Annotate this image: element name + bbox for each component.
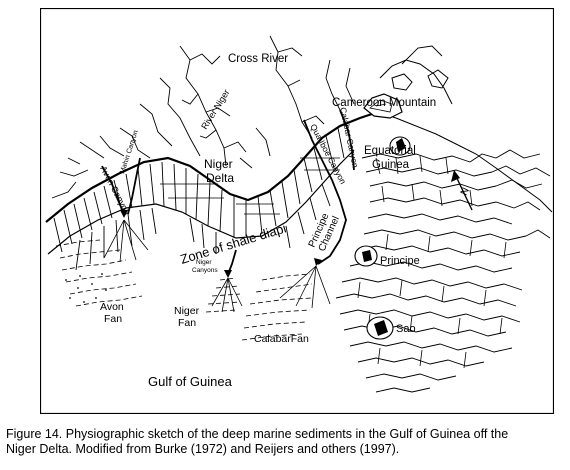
- fan-deposits: [55, 239, 313, 341]
- label-gulf-of-guinea: Gulf of Guinea: [148, 374, 233, 389]
- niger-canyons-arrow: [224, 270, 232, 278]
- label-cross-river: Cross River: [228, 53, 288, 65]
- label-niger-delta-1: Niger: [204, 157, 233, 171]
- label-principe: Principe: [380, 255, 420, 267]
- principe-channel-arrow: [314, 258, 322, 266]
- map-frame: Cross River River Niger Cameroon Mountai…: [40, 8, 554, 414]
- north-label: N: [459, 186, 472, 197]
- caption-line-2: Niger Delta. Modified from Burke (1972) …: [6, 442, 400, 456]
- fan-radials: [103, 219, 331, 313]
- fan-stipple: [65, 273, 107, 303]
- coastline-east: [377, 111, 553, 213]
- physiographic-map: Cross River River Niger Cameroon Mountai…: [40, 8, 554, 414]
- volcanic-ridge-hachures: [335, 149, 551, 393]
- bioko-island: [391, 73, 413, 91]
- label-niger-fan-1: Niger: [174, 305, 200, 317]
- label-niger-fan-2: Fan: [178, 317, 196, 329]
- label-sao: Sao: [396, 323, 416, 335]
- label-guinea: Guinea: [372, 159, 410, 171]
- label-calabar-fan: CalabarFan: [254, 333, 309, 345]
- north-arrow: [451, 170, 473, 211]
- ridge-crosshatch: [357, 155, 507, 369]
- shelf-contours: [160, 157, 340, 215]
- label-niger-canyons-2: Canyons: [192, 267, 218, 274]
- label-equatorial: Equatorial: [364, 145, 416, 157]
- river-network: [51, 35, 355, 199]
- label-avon-fan-1: Avon: [100, 301, 124, 313]
- shelf-edge: [47, 149, 355, 255]
- label-cameroon-mountain: Cameroon Mountain: [332, 97, 436, 109]
- label-niger-canyons-1: Niger: [196, 259, 212, 266]
- label-niger-delta-2: Delta: [206, 171, 234, 185]
- cross-river-coast: [379, 59, 453, 105]
- label-avon-fan-2: Fan: [104, 313, 122, 325]
- caption-line-1: Figure 14. Physiographic sketch of the d…: [6, 427, 509, 441]
- cameroon-mountain-outline: [363, 93, 403, 119]
- figure-caption: Figure 14. Physiographic sketch of the d…: [6, 427, 566, 457]
- avon-canyon-arrow: [120, 210, 128, 218]
